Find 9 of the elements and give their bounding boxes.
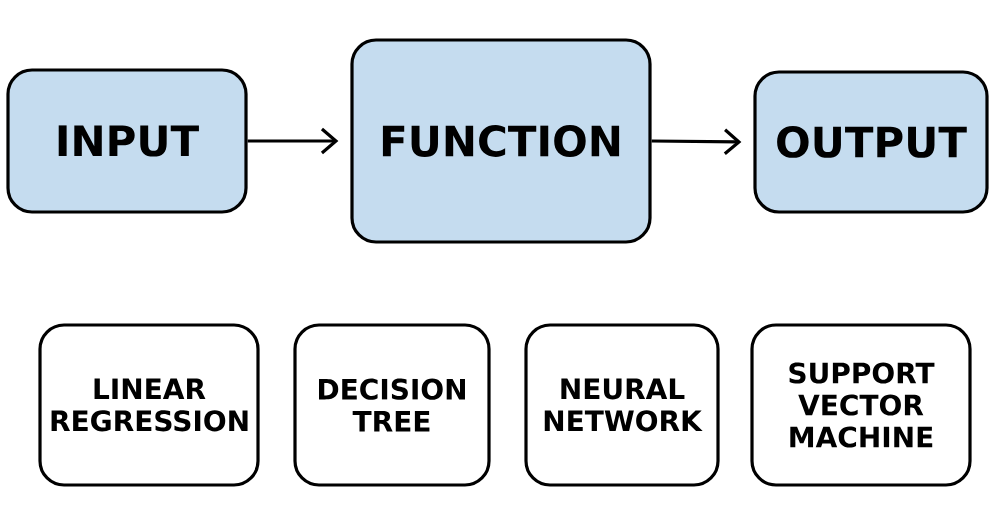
method-box: LINEAR REGRESSION [38,323,260,487]
process-box: OUTPUT [753,70,989,214]
arrow [651,128,742,156]
method-box: NEURAL NETWORK [524,323,720,487]
method-box: DECISION TREE [293,323,491,487]
arrow [247,127,339,155]
process-box: INPUT [6,68,248,214]
process-box: FUNCTION [350,38,652,244]
method-box: SUPPORT VECTOR MACHINE [750,323,972,487]
